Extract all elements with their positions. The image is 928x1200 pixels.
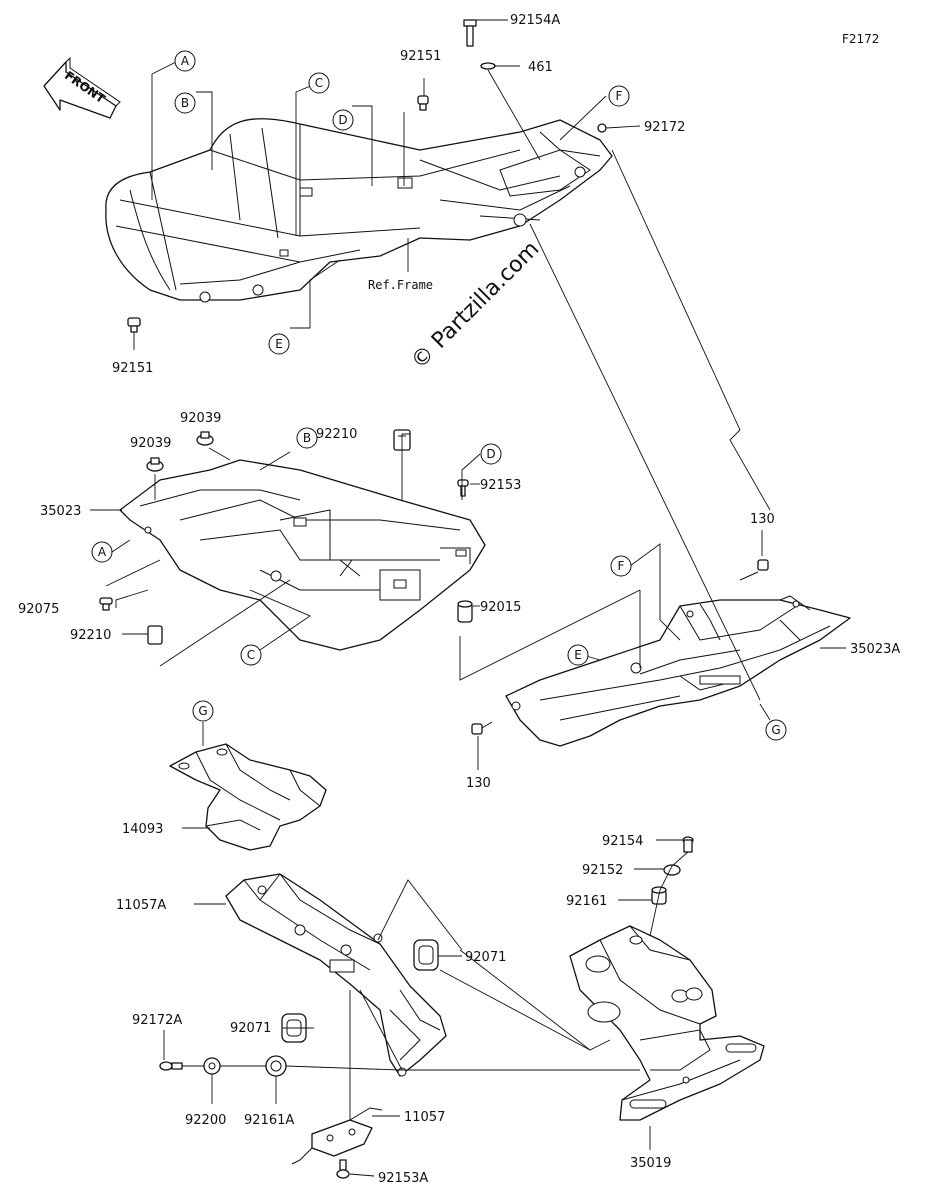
- part-number-92153A: 92153A: [378, 1171, 428, 1186]
- svg-text:B: B: [303, 431, 311, 445]
- callout-c-mid: C: [240, 644, 262, 666]
- callout-g-mid: G: [765, 719, 787, 741]
- part-number-92075: 92075: [18, 602, 59, 617]
- part-number-92015: 92015: [480, 600, 521, 615]
- bolt-92039-a-icon: [146, 457, 164, 472]
- plate-11057: [291, 1107, 383, 1165]
- callout-f-mid: F: [610, 555, 632, 577]
- svg-text:E: E: [574, 648, 582, 662]
- bolt-92153A-icon: [336, 1159, 350, 1179]
- grommet-92071-right-icon: [413, 939, 439, 971]
- part-number-92172: 92172: [644, 120, 685, 135]
- bolt-92039-b-icon: [196, 431, 214, 446]
- svg-text:C: C: [315, 76, 323, 90]
- part-number-92161: 92161: [566, 894, 607, 909]
- bolt-130-top-icon: [739, 559, 769, 581]
- part-number-92152: 92152: [582, 863, 623, 878]
- part-number-130-top: 130: [750, 512, 775, 527]
- collar-92161A-icon: [265, 1055, 287, 1077]
- part-number-92161A: 92161A: [244, 1113, 294, 1128]
- part-number-92200: 92200: [185, 1113, 226, 1128]
- svg-text:G: G: [771, 723, 780, 737]
- part-number-35019: 35019: [630, 1156, 671, 1171]
- figure-code: F2172: [842, 32, 879, 46]
- callout-a-top: A: [174, 50, 196, 72]
- rear-fender-35023A: [505, 595, 851, 747]
- svg-text:G: G: [198, 704, 207, 718]
- license-bracket-35019: [569, 925, 765, 1121]
- part-number-11057A: 11057A: [116, 898, 166, 913]
- front-arrow-icon: FRONT: [43, 56, 121, 119]
- svg-text:A: A: [181, 54, 190, 68]
- part-number-92039-a: 92039: [130, 436, 171, 451]
- callout-e-mid: E: [567, 644, 589, 666]
- svg-text:D: D: [486, 447, 495, 461]
- washer-92152-icon: [663, 864, 681, 876]
- callout-d-top: D: [332, 109, 354, 131]
- frame-assembly: [105, 118, 613, 303]
- bolt-92172A-icon: [159, 1061, 183, 1071]
- mud-flap-14093: [169, 743, 327, 851]
- bracket-11057A: [225, 873, 447, 1077]
- svg-text:A: A: [98, 545, 107, 559]
- part-number-92154A: 92154A: [510, 13, 560, 28]
- callout-a-mid: A: [91, 541, 113, 563]
- bolt-92172-icon: [597, 123, 607, 133]
- washer-461-icon: [480, 62, 496, 70]
- callout-e-top: E: [268, 333, 290, 355]
- callout-c-top: C: [308, 72, 330, 94]
- part-number-130-bottom: 130: [466, 776, 491, 791]
- bolt-92075-icon: [99, 597, 113, 611]
- part-number-92210-top: 92210: [316, 427, 357, 442]
- bolt-130-bottom-icon: [471, 721, 493, 735]
- part-number-92071-right: 92071: [465, 950, 506, 965]
- callout-d-mid: D: [480, 443, 502, 465]
- svg-text:C: C: [247, 648, 255, 662]
- bolt-92151-top-icon: [417, 95, 429, 111]
- callout-f-top: F: [608, 85, 630, 107]
- collar-92161-icon: [651, 886, 667, 905]
- clip-92210-bottom-icon: [147, 625, 163, 645]
- part-number-35023A: 35023A: [850, 642, 900, 657]
- washer-92200-icon: [203, 1057, 221, 1075]
- svg-text:F: F: [616, 89, 623, 103]
- part-number-11057: 11057: [404, 1110, 445, 1125]
- svg-text:B: B: [181, 96, 189, 110]
- part-number-92153: 92153: [480, 478, 521, 493]
- part-number-92154: 92154: [602, 834, 643, 849]
- part-number-461: 461: [528, 60, 553, 75]
- svg-text:F: F: [618, 559, 625, 573]
- part-number-14093: 14093: [122, 822, 163, 837]
- part-number-92039-b: 92039: [180, 411, 221, 426]
- ref-frame-label: Ref.Frame: [368, 278, 433, 292]
- grommet-92015-icon: [457, 600, 473, 623]
- part-number-92071-left: 92071: [230, 1021, 271, 1036]
- svg-text:E: E: [275, 337, 283, 351]
- watermark: © Partzilla.com: [407, 237, 545, 375]
- part-number-92210-bottom: 92210: [70, 628, 111, 643]
- svg-text:D: D: [338, 113, 347, 127]
- bolt-92154A-icon: [463, 19, 477, 47]
- callout-b-top: B: [174, 92, 196, 114]
- under-tray-35023: [119, 459, 486, 651]
- part-number-92151-bottom: 92151: [112, 361, 153, 376]
- bolt-92154-icon: [682, 836, 694, 853]
- part-number-92151-top: 92151: [400, 49, 441, 64]
- bolt-92153-icon: [457, 479, 469, 497]
- part-number-35023: 35023: [40, 504, 81, 519]
- callout-g-bottom: G: [192, 700, 214, 722]
- bolt-92151-bottom-icon: [127, 317, 141, 333]
- part-number-92172A: 92172A: [132, 1013, 182, 1028]
- callout-b-mid: B: [296, 427, 318, 449]
